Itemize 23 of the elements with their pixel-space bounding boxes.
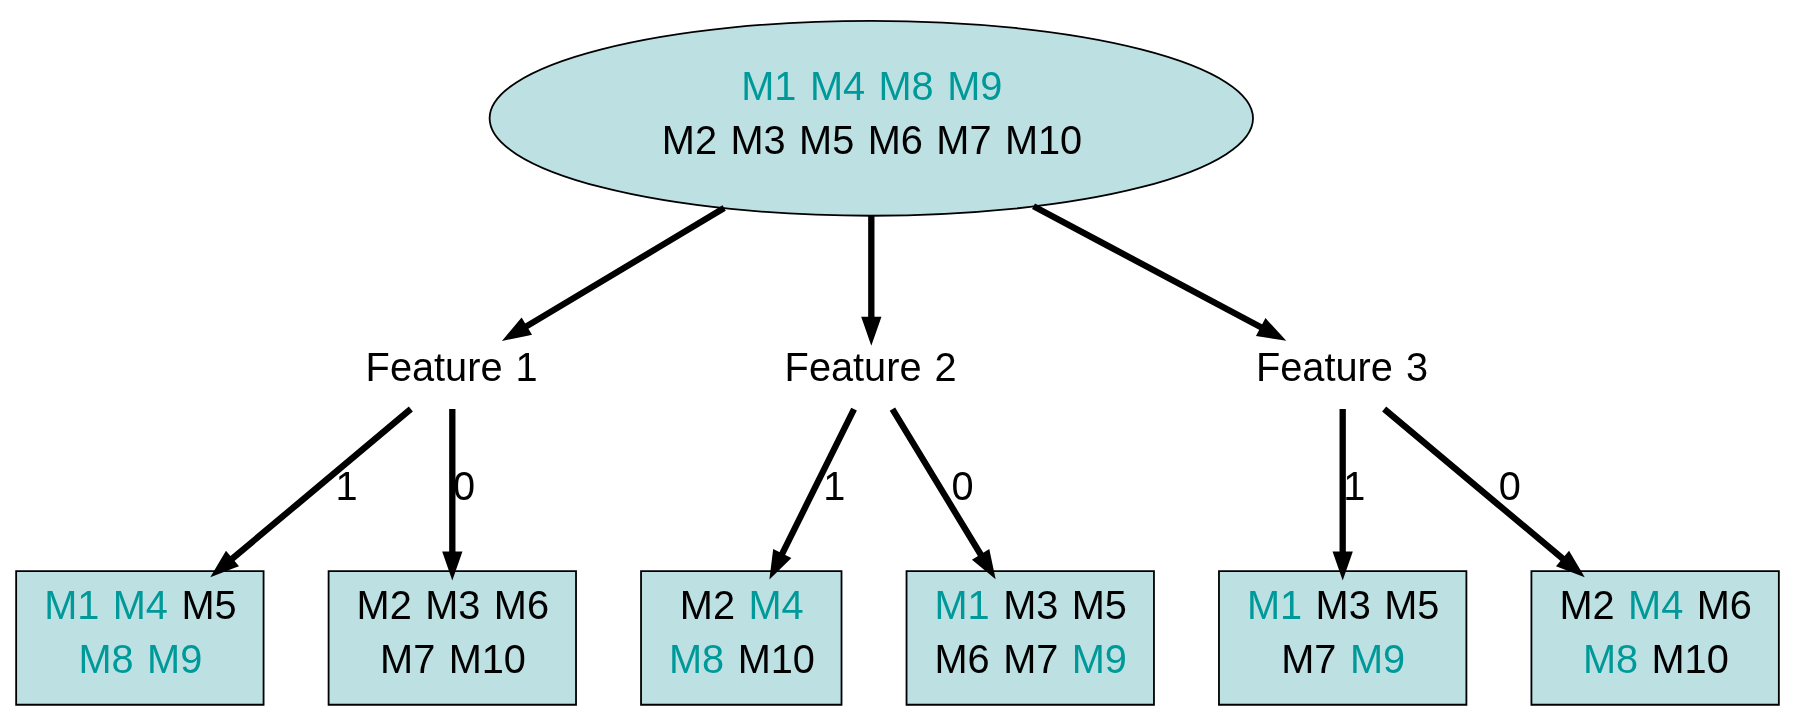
- node-ellipse: M1 M4 M8 M9 M2 M3 M5 M6 M7 M10: [488, 19, 1254, 217]
- edge-label: 0: [1498, 463, 1521, 508]
- node-text: Feature 1: [365, 344, 538, 389]
- node-box: M1 M3 M5 M6 M7 M9: [905, 570, 1155, 706]
- edge-label: 1: [335, 463, 358, 508]
- arrow: [861, 215, 882, 346]
- arrow: [1382, 406, 1585, 578]
- arrow: [210, 406, 413, 578]
- arrow: [501, 205, 726, 341]
- node-box: M2 M3 M6 M7 M10: [327, 570, 577, 706]
- edge-label: 1: [1343, 463, 1366, 508]
- node-box: M2 M4 M8 M10: [640, 570, 843, 706]
- edge-label: 0: [453, 463, 476, 508]
- node-box: M2 M4 M6 M8 M10: [1530, 570, 1780, 706]
- edge-label: 0: [951, 463, 974, 508]
- arrow: [889, 407, 996, 580]
- arrow: [769, 407, 857, 580]
- node-box: M1 M3 M5 M7 M9: [1218, 570, 1468, 706]
- arrow: [1032, 203, 1287, 341]
- edge-label: 1: [823, 463, 846, 508]
- node-text: Feature 3: [1256, 344, 1428, 389]
- node-box: M1 M4 M5 M8 M9: [15, 570, 265, 706]
- node-text: Feature 2: [784, 344, 957, 389]
